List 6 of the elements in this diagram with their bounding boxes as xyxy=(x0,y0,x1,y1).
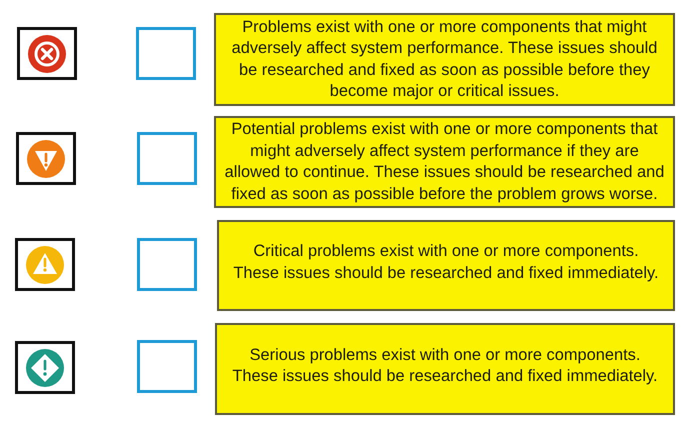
description-card xyxy=(215,323,675,415)
description-text: Problems exist with one or more components that might adversely affect system performance. These issues should be researched and fixed as soon as possible before they become major or critical issues. xyxy=(230,16,658,102)
description-text: Serious problems exist with one or more components. These issues should be researched and fixed immediately. xyxy=(231,344,659,387)
description-card xyxy=(217,220,675,311)
description-text: Critical problems exist with one or more components. These issues should be researched and fixed immediately. xyxy=(232,241,660,284)
description-text: Potential problems exist with one or more components that might adversely affect system performance if they are allowed to continue. These issues should be researched and fixed as soon as possible before the problem grows worse. xyxy=(224,119,666,204)
